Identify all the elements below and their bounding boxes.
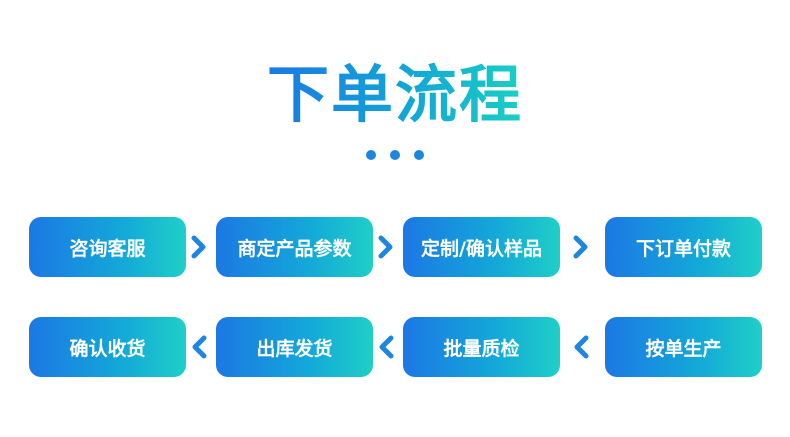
dot [366, 150, 376, 160]
chevron-right-icon [572, 233, 590, 261]
dot [414, 150, 424, 160]
dot [390, 150, 400, 160]
step-agree-parameters: 商定产品参数 [216, 217, 373, 277]
step-ship-out: 出库发货 [216, 317, 373, 377]
page-title-text: 下单流程 [266, 58, 523, 131]
page-title: 下单流程 [0, 55, 790, 135]
step-consult-service: 咨询客服 [29, 217, 186, 277]
step-batch-inspection: 批量质检 [403, 317, 560, 377]
chevron-left-icon [190, 333, 208, 361]
decorative-dots [0, 150, 790, 160]
chevron-right-icon [190, 233, 208, 261]
flow-row-1: 咨询客服 商定产品参数 定制/确认样品 下订单付款 [29, 217, 762, 277]
chevron-left-icon [572, 333, 590, 361]
flow-row-2: 确认收货 出库发货 批量质检 按单生产 [29, 317, 762, 377]
step-confirm-receipt: 确认收货 [29, 317, 186, 377]
step-order-payment: 下订单付款 [605, 217, 762, 277]
step-confirm-sample: 定制/确认样品 [403, 217, 560, 277]
chevron-right-icon [377, 233, 395, 261]
chevron-left-icon [377, 333, 395, 361]
step-production: 按单生产 [605, 317, 762, 377]
